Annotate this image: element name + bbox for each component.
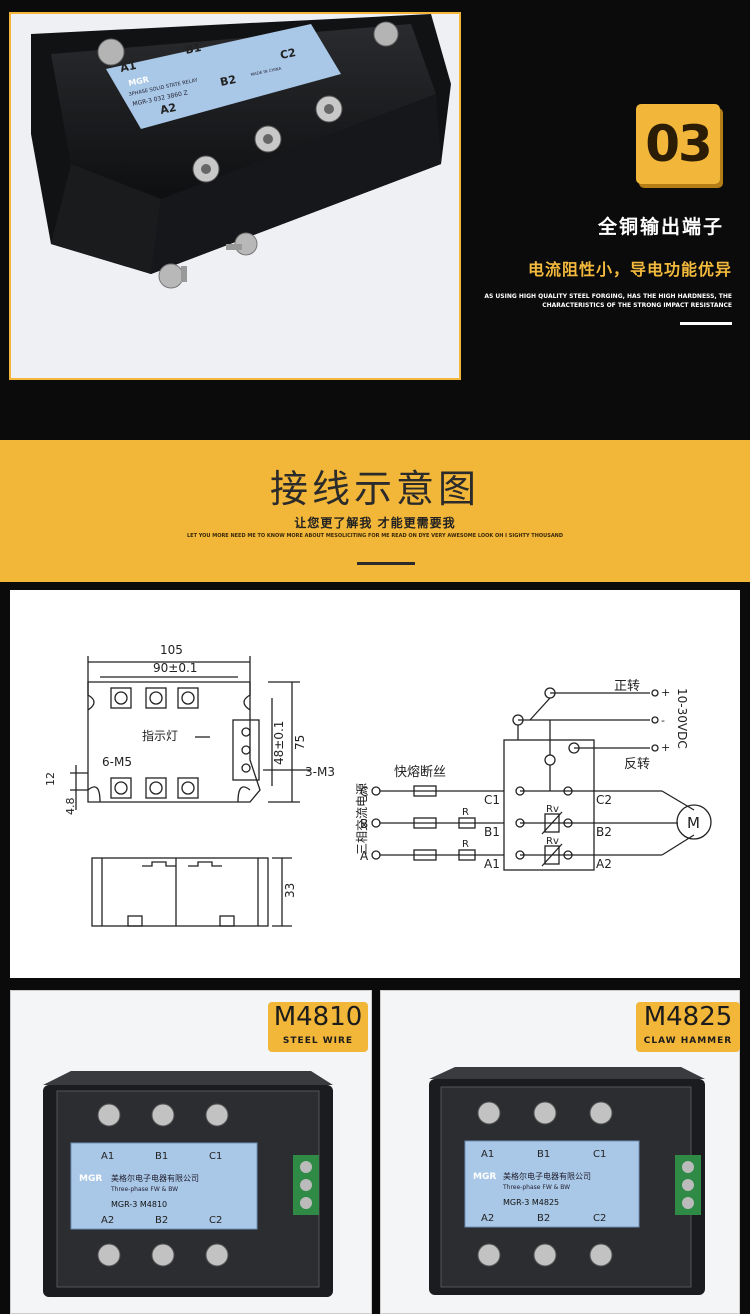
dim-75: 75 (293, 735, 307, 750)
reverse-label: 反转 (624, 757, 650, 772)
feature-english-text: AS USING HIGH QUALITY STEEL FORGING, HAS… (484, 293, 732, 309)
card1-term-a2: A2 (101, 1215, 114, 1226)
card1-term-b1: B1 (155, 1151, 168, 1162)
dim-12: 12 (44, 772, 57, 786)
term-a1: A1 (484, 857, 500, 871)
motor-label: M (687, 814, 700, 832)
three-phase-label: 三相交流电源 (354, 783, 369, 855)
card2-term-b1: B1 (537, 1149, 550, 1160)
model-name-m4810: M4810 (273, 1002, 363, 1032)
wiring-diagram: 105 90±0.1 指示灯 6-M5 3-M3 48±0.1 75 12 4.… (10, 590, 740, 978)
term-c1: C1 (484, 793, 500, 807)
indicator-label: 指示灯 (142, 728, 178, 743)
fuse-label: 快熔断丝 (394, 765, 446, 780)
model-tag-text-m4810: STEEL WIRE (282, 1036, 354, 1046)
label-3m3: 3-M3 (305, 765, 335, 779)
term-b2: B2 (596, 825, 612, 839)
card2-term-c2: C2 (593, 1213, 606, 1224)
wiring-subtitle: 让您更了解我 才能更需要我 (294, 516, 456, 530)
card2-company: 美格尔电子电器有限公司 (503, 1171, 591, 1181)
card2-model-line: MGR-3 M4825 (503, 1198, 559, 1207)
model-tag-m4825 (636, 1002, 740, 1052)
card2-term-a1: A1 (481, 1149, 494, 1160)
r-label-1: R (462, 807, 469, 818)
card2-term-c1: C1 (593, 1149, 606, 1160)
card1-brand: MGR (79, 1174, 102, 1184)
term-c2: C2 (596, 793, 612, 807)
relay-brand: MGR (128, 75, 150, 88)
dim-48: 48±0.1 (272, 721, 286, 765)
feature-subtitle: 电流阻性小，导电功能优异 (527, 260, 732, 279)
card1-term-b2: B2 (155, 1215, 168, 1226)
term-b1: B1 (484, 825, 500, 839)
feature-title: 全铜输出端子 (597, 216, 724, 238)
plus-sign-1: + (661, 686, 670, 699)
card1-term-a1: A1 (101, 1151, 114, 1162)
model-tag-m4810 (268, 1002, 368, 1052)
side-view-drawing (91, 857, 292, 927)
divider (680, 322, 732, 325)
minus-sign: - (661, 714, 665, 727)
wiring-header-banner (0, 440, 750, 582)
dim-4-8: 4.8 (64, 798, 77, 816)
plus-sign-2: + (661, 741, 670, 754)
top-view-drawing (70, 656, 310, 810)
circuit-drawing (371, 687, 712, 871)
feature-number-badge (636, 104, 720, 184)
rv-label-1: Rv (546, 804, 559, 815)
product-card-m4825: A1 B1 C1 A2 B2 C2 MGR 美格尔电子电器有限公司 Three-… (380, 990, 740, 1314)
dim-33: 33 (283, 883, 297, 898)
forward-label: 正转 (614, 679, 640, 694)
card1-term-c1: C1 (209, 1151, 222, 1162)
model-tag-text-m4825: CLAW HAMMER (643, 1036, 733, 1046)
dc-label: 10-30VDC (675, 688, 689, 749)
card1-term-c2: C2 (209, 1215, 222, 1226)
wiring-title: 接线示意图 (269, 467, 480, 511)
model-name-m4825: M4825 (643, 1002, 733, 1032)
term-a2: A2 (596, 857, 612, 871)
card2-brand: MGR (473, 1172, 496, 1182)
relay-photo: A1 B1 A2 B2 C2 MGR 3PHASE SOLID STATE RE… (9, 12, 461, 380)
term-b1: B1 (184, 41, 202, 57)
divider (357, 562, 415, 565)
rv-label-2: Rv (546, 836, 559, 847)
card2-term-a2: A2 (481, 1213, 494, 1224)
input-c: C (360, 785, 368, 799)
relay-made: MADE IN CHINA (250, 66, 282, 77)
input-a: A (360, 849, 369, 863)
card1-model-line: MGR-3 M4810 (111, 1200, 167, 1209)
term-a2: A2 (159, 101, 178, 117)
r-label-2: R (462, 839, 469, 850)
card1-company: 美格尔电子电器有限公司 (111, 1173, 199, 1183)
wiring-english-text: LET YOU MORE NEED ME TO KNOW MORE ABOUT … (186, 533, 564, 539)
card2-term-b2: B2 (537, 1213, 550, 1224)
label-6m5: 6-M5 (102, 755, 132, 769)
dim-105: 105 (160, 643, 183, 657)
term-b2: B2 (219, 73, 237, 89)
card2-line2: Three-phase FW & BW (502, 1184, 570, 1191)
dim-90: 90±0.1 (153, 661, 197, 675)
card1-line2: Three-phase FW & BW (110, 1186, 178, 1193)
feature-number: 03 (645, 115, 713, 173)
term-a1: A1 (119, 59, 138, 75)
input-b: B (360, 817, 368, 831)
term-c2: C2 (279, 46, 297, 62)
